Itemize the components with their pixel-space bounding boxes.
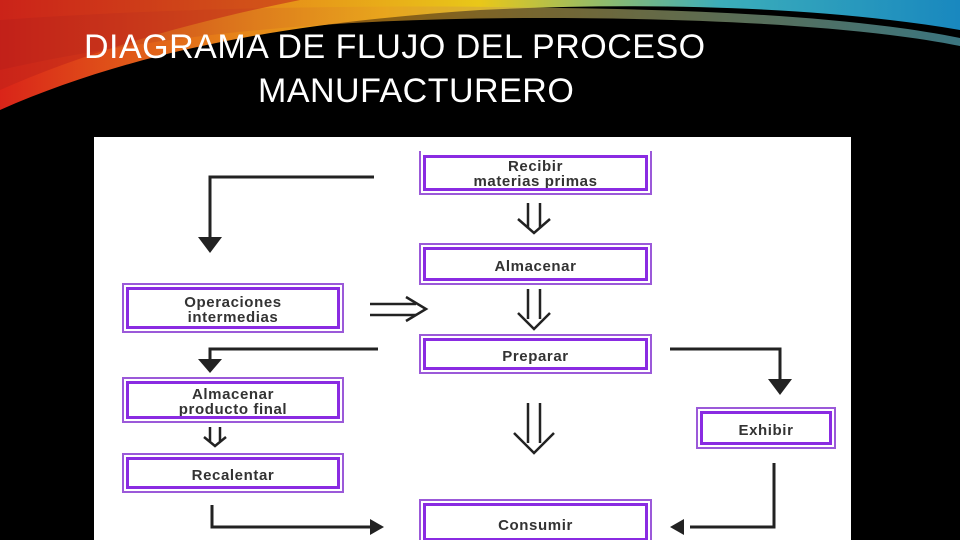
flowchart-panel: Recibir materias primas Almacenar Prepar… (94, 137, 851, 540)
slide-title-line-1: DIAGRAMA DE FLUJO DEL PROCESO (84, 28, 706, 66)
arrowhead-down-icon (198, 359, 222, 373)
arrowhead-right-icon (370, 519, 384, 535)
connector-line (210, 505, 370, 529)
node-label: Recibir materias primas (473, 158, 598, 190)
flow-arrows (198, 175, 792, 535)
double-arrow-down-icon (517, 289, 551, 331)
arrowhead-left-icon (670, 519, 684, 535)
node-label: Consumir (498, 516, 573, 534)
node-consumir: Consumir (419, 499, 652, 540)
connector-line (208, 175, 374, 237)
node-label: Preparar (502, 347, 569, 365)
node-recalentar: Recalentar (122, 453, 344, 493)
arrowhead-down-icon (768, 379, 792, 395)
node-recibir-materias-primas: Recibir materias primas (419, 151, 652, 195)
node-label: Operaciones intermedias (184, 294, 282, 326)
node-label: Recalentar (191, 466, 275, 484)
node-almacenar: Almacenar (419, 243, 652, 285)
decorative-swoosh-banner (0, 0, 960, 110)
node-preparar: Preparar (419, 334, 652, 374)
connector-line (690, 463, 776, 529)
double-arrow-down-icon (203, 427, 227, 448)
double-arrow-down-icon (513, 403, 555, 455)
node-label: Exhibir (738, 421, 794, 439)
double-arrow-down-icon (517, 203, 551, 235)
node-almacenar-producto-final: Almacenar producto final (122, 377, 344, 423)
node-exhibir: Exhibir (696, 407, 836, 449)
node-operaciones-intermedias: Operaciones intermedias (122, 283, 344, 333)
connector-line (670, 347, 782, 381)
node-label: Almacenar producto final (178, 386, 288, 418)
arrowhead-down-icon (198, 237, 222, 253)
slide-title-line-2: MANUFACTURERO (258, 72, 575, 110)
node-label: Almacenar (494, 257, 577, 275)
double-arrow-right-icon (370, 295, 429, 323)
connector-line (208, 347, 378, 363)
